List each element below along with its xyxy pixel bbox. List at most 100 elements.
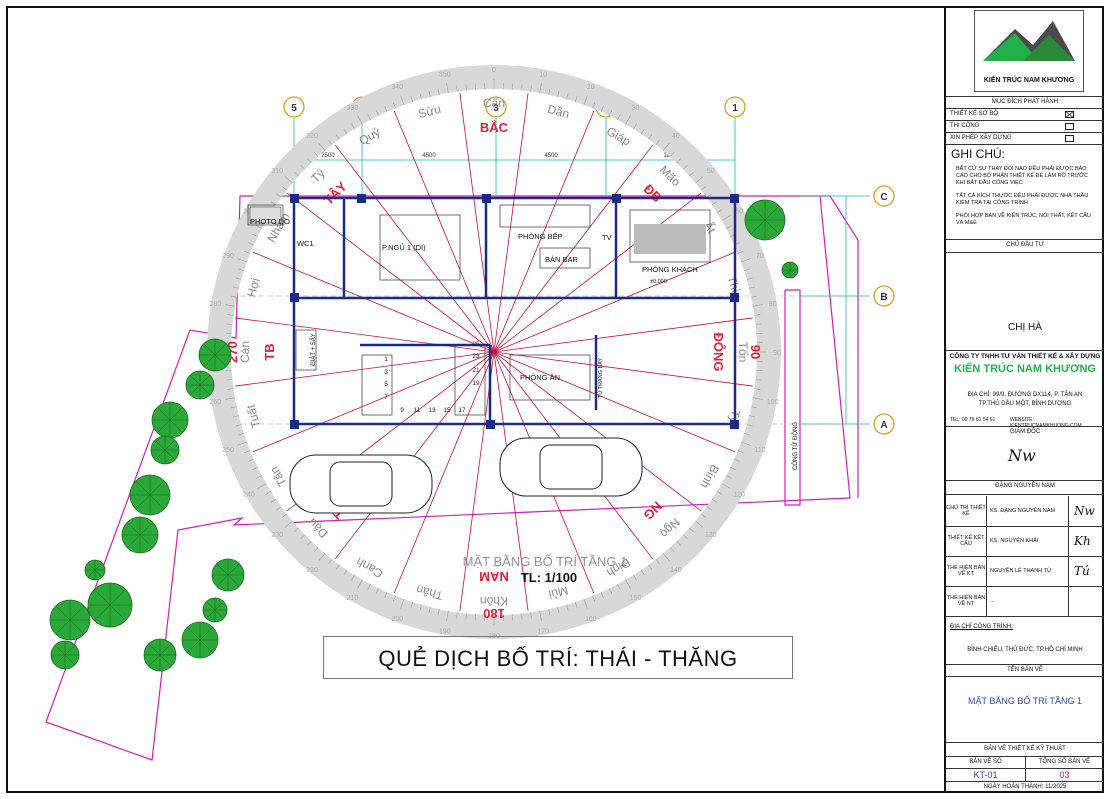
compass-sector-label: Khôn xyxy=(480,594,508,608)
dim-1: 2500 xyxy=(321,153,335,159)
staff-name: KS. ĐẶNG NGUYÊN NAM xyxy=(990,496,1069,526)
compass-degree-110: 110 xyxy=(754,447,765,454)
sheet-number: KT-01 xyxy=(973,770,998,780)
label-living: PHÒNG KHÁCH xyxy=(642,265,698,274)
quote-text: QUẺ DỊCH BỐ TRÍ: THÁI - THĂNG xyxy=(378,646,738,671)
label-bedroom: P.NGỦ 1 (DI) xyxy=(382,243,426,252)
compass-degree-100: 100 xyxy=(767,399,779,406)
staff-signature: Nw xyxy=(1074,504,1095,518)
compass-degree-160: 160 xyxy=(585,616,597,623)
compass-degree-340: 340 xyxy=(391,84,403,91)
director-name: ĐẶNG NGUYÊN NAM xyxy=(995,483,1055,489)
compass-sector-label: Sửu xyxy=(417,102,443,121)
label-dining: PHÒNG ĂN xyxy=(520,373,560,382)
stair-17: 17 xyxy=(458,407,466,414)
note-3: PHỐI HỢP BẢN VẼ KIẾN TRÚC, NỘI THẤT, KẾT… xyxy=(956,213,1091,226)
staff-role: THIẾT KẾ KẾT CẤU xyxy=(946,526,987,556)
compass-degree-320: 320 xyxy=(306,133,318,140)
staff-role: CHỦ TRÌ THIẾT KẾ xyxy=(946,496,987,526)
stair-25: 25 xyxy=(472,341,480,348)
compass-direction-label: 180 xyxy=(483,606,505,621)
compass-direction-label: TB xyxy=(262,343,277,360)
axis-a: A xyxy=(880,420,887,431)
compass-degree-140: 140 xyxy=(670,567,682,574)
stair-1: 1 xyxy=(384,356,388,363)
compass-direction-label: BẮC xyxy=(480,120,509,135)
compass-degree-310: 310 xyxy=(271,168,283,175)
drawing-title: MẶT BẰNG BỐ TRÍ TẦNG 1 xyxy=(463,554,628,569)
compass-degree-70: 70 xyxy=(756,253,764,260)
sofa-set xyxy=(629,209,711,263)
checkbox-construction[interactable] xyxy=(1065,123,1074,130)
outer-wall xyxy=(292,196,737,426)
label-kitchen: PHÒNG BẾP xyxy=(518,231,563,241)
compass-direction-label: NG xyxy=(641,499,665,523)
compass-sector-label: Tân xyxy=(267,464,289,489)
label-level: ±0.000 xyxy=(650,279,667,285)
compass-sector-label: Giáp xyxy=(604,124,633,149)
stair-3: 3 xyxy=(384,369,388,376)
owner-header: CHỦ ĐẦU TƯ xyxy=(1006,242,1044,248)
compass-sector-label: Cấn xyxy=(483,96,505,110)
owner-name: CHỊ HÀ xyxy=(1008,322,1042,333)
compass-sector-label: Dần xyxy=(546,102,571,121)
label-tv: TV xyxy=(602,233,612,242)
compass-degree-170: 170 xyxy=(537,629,549,636)
completion-date: NGÀY HOÀN THÀNH: 11/2025 xyxy=(983,784,1067,790)
company-tel: TEL: 09 79 61 54 61 xyxy=(950,417,996,423)
company-line: CÔNG TY TNHH TƯ VẤN THIẾT KẾ & XÂY DỰNG xyxy=(949,353,1101,360)
drawing-scale: TL: 1/100 xyxy=(521,570,577,585)
bed xyxy=(379,214,461,281)
wardrobe xyxy=(247,204,284,226)
staircase-left xyxy=(361,354,393,416)
compass-degree-60: 60 xyxy=(735,209,743,216)
label-bar: BÀN BAR xyxy=(545,255,579,264)
compass-sector-label: Mùi xyxy=(547,583,569,602)
compass-degree-350: 350 xyxy=(439,71,451,78)
staff-name: ... xyxy=(990,586,1069,616)
compass-direction-label: TÂY xyxy=(321,179,350,208)
gate-strip xyxy=(784,289,801,506)
compass-degree-90: 90 xyxy=(773,350,781,357)
compass-degree-0: 0 xyxy=(492,67,496,74)
staff-role: THỂ HIỆN BẢN VẼ KT xyxy=(946,556,987,586)
landscape-trees xyxy=(49,199,799,672)
axis-5: 5 xyxy=(291,103,297,114)
purpose-header: MỤC ĐÍCH PHÁT HÀNH xyxy=(991,99,1059,105)
drawing-name-header: TÊN BẢN VẼ xyxy=(1007,667,1043,673)
axis-b: B xyxy=(880,292,887,303)
axis-1: 1 xyxy=(732,103,738,114)
axis-c: C xyxy=(880,192,887,203)
laundry-unit xyxy=(295,329,317,371)
compass-degree-20: 20 xyxy=(587,84,595,91)
compass-degree-10: 10 xyxy=(539,71,547,78)
staircase-right xyxy=(454,344,486,416)
compass-sector-label: Canh xyxy=(354,554,386,580)
dim-3: 4500 xyxy=(544,153,558,159)
checkbox-permit[interactable] xyxy=(1065,135,1074,142)
compass-direction-label: 90 xyxy=(748,345,763,359)
compass-sector-label: Bính xyxy=(697,462,721,490)
company-logo: KIẾN TRÚC NAM KHƯƠNG xyxy=(974,10,1084,92)
site-address: BÌNH CHIỂU, THỦ ĐỨC, TP.HỒ CHÍ MINH xyxy=(967,647,1083,653)
compass-degree-220: 220 xyxy=(306,567,318,574)
quote-box: QUẺ DỊCH BỐ TRÍ: THÁI - THĂNG xyxy=(323,636,793,679)
compass-direction-label: ĐB xyxy=(641,181,665,205)
purpose-design: THIẾT KẾ SƠ BỘ xyxy=(950,111,999,117)
compass-degree-260: 260 xyxy=(209,399,221,406)
compass-degree-80: 80 xyxy=(769,301,777,308)
right-extension xyxy=(820,195,859,498)
compass-direction-label: NAM xyxy=(479,569,509,584)
kitchen-counter xyxy=(499,204,591,228)
staff-name: NGUYỄN LÊ THANH TÚ xyxy=(990,556,1069,586)
compass-sector-label: Tốn xyxy=(736,342,750,363)
label-photo-do: PHOTO DO xyxy=(250,217,290,226)
compass-sector-label: Tý xyxy=(308,166,327,185)
compass-sector-label: Càn xyxy=(238,341,252,363)
stair-13: 13 xyxy=(428,407,436,414)
company-name: KIẾN TRÚC NAM KHƯƠNG xyxy=(954,363,1096,375)
staff-signature: Kh xyxy=(1074,534,1091,548)
checkbox-design[interactable] xyxy=(1065,111,1074,118)
